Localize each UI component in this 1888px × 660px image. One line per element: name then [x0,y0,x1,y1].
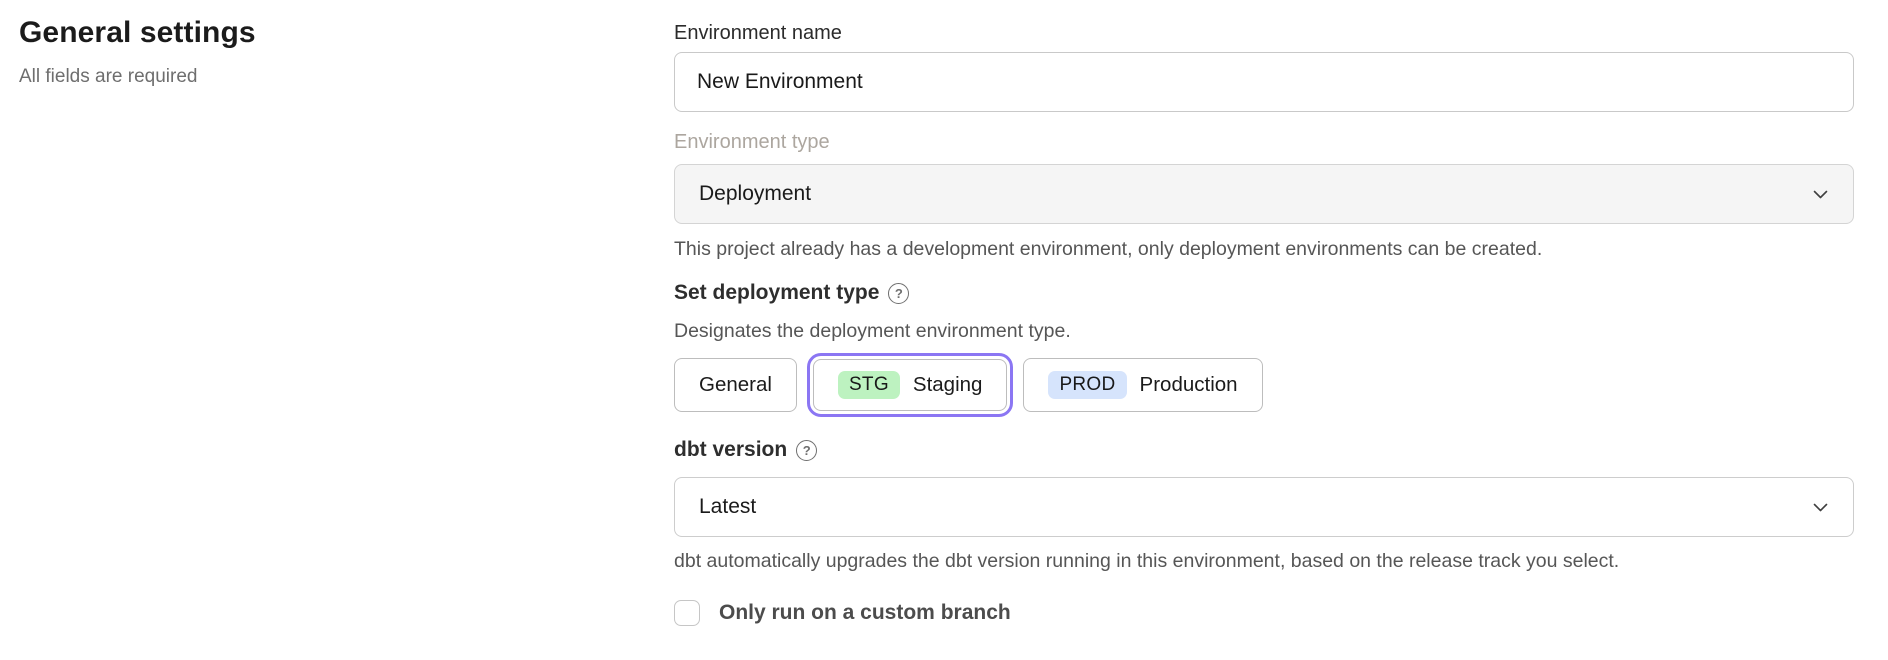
deployment-type-staging-label: Staging [912,373,983,396]
deployment-type-staging-button[interactable]: STG Staging [806,353,1014,417]
environment-type-value: Deployment [699,182,812,205]
deployment-type-general-button[interactable]: General [674,358,797,412]
chevron-down-icon [1812,189,1829,200]
help-icon[interactable] [888,282,910,304]
dbt-version-heading-text: dbt version [674,438,788,461]
deployment-type-production-label: Production [1139,373,1238,396]
dbt-version-heading: dbt version [674,438,1854,462]
dbt-version-helper: dbt automatically upgrades the dbt versi… [674,550,1620,572]
deployment-type-general-label: General [699,373,772,396]
help-icon[interactable] [796,439,818,461]
environment-type-select: Deployment [674,164,1854,224]
deployment-type-helper: Designates the deployment environment ty… [674,320,1071,342]
environment-type-label: Environment type [674,131,830,153]
page-subtitle: All fields are required [19,66,198,87]
settings-header: General settings All fields are required [19,16,579,88]
dbt-version-select[interactable]: Latest [674,477,1854,537]
custom-branch-checkbox[interactable] [674,600,700,626]
deployment-type-heading: Set deployment type [674,281,1854,305]
chevron-down-icon [1812,502,1829,513]
environment-name-label: Environment name [674,22,842,44]
custom-branch-row[interactable]: Only run on a custom branch [674,600,1854,626]
staging-badge: STG [837,371,900,399]
dbt-version-value: Latest [699,495,757,518]
page-title: General settings [19,16,256,49]
production-badge: PROD [1048,371,1127,399]
deployment-type-options: General STG Staging PROD Production [674,352,1854,418]
environment-type-helper: This project already has a development e… [674,238,1543,260]
custom-branch-label: Only run on a custom branch [719,601,1011,624]
deployment-type-heading-text: Set deployment type [674,281,880,304]
deployment-type-production-button[interactable]: PROD Production [1023,358,1263,412]
general-settings-form: Environment name Environment type Deploy… [674,0,1854,660]
environment-name-input[interactable] [674,52,1854,112]
